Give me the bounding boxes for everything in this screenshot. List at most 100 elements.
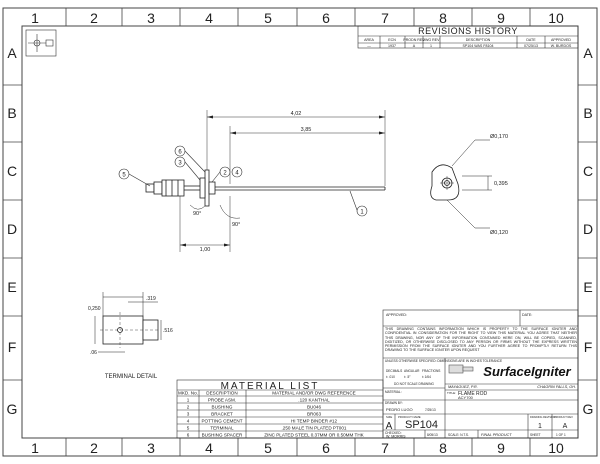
col-label-bottom: 9	[497, 440, 505, 456]
row-label-right: B	[583, 105, 592, 121]
tb-part-number: SP104	[405, 419, 438, 431]
ml-ref: BR063	[307, 412, 321, 417]
row-label-right: C	[583, 163, 593, 179]
tb-tol-col: DECIMALS	[386, 369, 402, 373]
tb-approved-label: APPROVED:	[386, 313, 407, 317]
tb-do-not-scale: DO NOT SCALE DRAWING	[394, 382, 434, 386]
tb-location-left: MAYAGUEZ, P.R.	[448, 385, 478, 389]
rev-cell: 1937	[388, 44, 396, 48]
main-dimension-lines	[179, 110, 386, 252]
ml-desc: BUSHING SPACER	[202, 432, 243, 437]
rev-header: DWG REV	[422, 38, 440, 42]
ml-ref: .120 KANTHAL	[298, 398, 330, 403]
tb-drawn-date: 7/25/13	[425, 408, 436, 412]
col-label-bottom: 1	[31, 440, 39, 456]
tb-scale: SCALE: N.T.S.	[448, 433, 469, 437]
tb-date-label: DATE:	[522, 313, 532, 317]
tb-location-right: CHAGRIN FALLS, OH.	[537, 385, 576, 389]
row-label-right: A	[583, 45, 593, 61]
ml-mkd: 1	[187, 398, 190, 403]
callout-6: 6	[178, 150, 182, 156]
callout-2: 2	[223, 171, 227, 177]
tb-product-rev-label: PRODUCT REV	[554, 415, 573, 419]
col-label-top: 4	[205, 10, 213, 26]
col-label-bottom: 7	[381, 440, 389, 456]
rev-header: AREA	[364, 38, 374, 42]
zone-ticks	[3, 8, 597, 456]
revisions-title: REVISIONS HISTORY	[418, 26, 518, 36]
row-label-right: D	[583, 221, 593, 237]
tb-product-rev: A	[563, 423, 568, 430]
row-label-left: E	[7, 279, 16, 295]
tb-notice: THIS DRAWING CONTAINS INFORMATION WHICH …	[385, 327, 577, 353]
tb-title-line2: ACY700	[458, 395, 474, 400]
col-label-bottom: 3	[147, 440, 155, 456]
projection-symbol	[25, 29, 57, 57]
dim-bracket-width: 0,395	[494, 181, 508, 187]
col-label-top: 3	[147, 10, 155, 26]
col-label-bottom: 8	[439, 440, 447, 456]
ml-header: MKD. No.	[178, 391, 198, 396]
tb-status: FINAL PRODUCT	[481, 433, 512, 437]
tb-drawn-label: DRAWN BY:	[385, 401, 403, 405]
dim-angle-b: 90°	[232, 222, 240, 228]
col-label-bottom: 4	[205, 440, 213, 456]
flame-rod-side-view	[145, 169, 386, 207]
tb-tol-col: FRACTIONS	[422, 369, 440, 373]
dim-overall-length: 4,02	[291, 111, 302, 117]
rev-header: DESCRIPTION	[466, 38, 491, 42]
row-label-left: F	[8, 339, 17, 355]
rev-cell: SP104 WAS F8104	[462, 44, 493, 48]
row-label-left: C	[7, 163, 17, 179]
callout-3: 3	[178, 161, 182, 167]
revisions-table	[357, 25, 579, 49]
tb-material-label: MATERIAL:	[385, 390, 402, 394]
col-label-top: 2	[90, 10, 98, 26]
td-dim-height: 0,250	[88, 306, 101, 312]
ml-ref: HI TEMP BINDER #12	[291, 419, 337, 424]
outer-frame	[2, 7, 598, 457]
ml-header: DESCRIPTION	[206, 391, 237, 396]
ml-ref: BU046	[307, 405, 321, 410]
col-label-bottom: 6	[322, 440, 330, 456]
tb-checked-date: 8/05/13	[427, 433, 438, 437]
igniter-icon	[448, 364, 474, 374]
tb-tol-col: ANGULAR	[404, 369, 420, 373]
ml-ref: .250 MALE TIN PLATED PT001	[282, 426, 347, 431]
dim-lower-dia: Ø0,120	[490, 230, 508, 236]
tb-notice-wrap: THIS DRAWING CONTAINS INFORMATION WHICH …	[385, 327, 577, 353]
terminal-detail-view	[94, 292, 162, 353]
rev-header: PRODN REV	[403, 38, 425, 42]
ml-desc: PROBE ASM.	[208, 398, 236, 403]
tb-title-label: TITLE:	[447, 391, 456, 395]
tb-part-label: PRODUCT NAME	[398, 415, 421, 419]
row-label-right: G	[583, 401, 594, 417]
ml-mkd: 5	[187, 426, 190, 431]
material-list-title: MATERIAL LIST	[221, 381, 320, 392]
tb-checked-by: W. MORRIS	[386, 435, 406, 439]
rev-cell: —	[367, 44, 371, 48]
dim-hole-dia: Ø0,170	[490, 134, 508, 140]
col-label-bottom: 5	[264, 440, 272, 456]
col-label-top: 9	[497, 10, 505, 26]
callout-1: 1	[360, 210, 364, 216]
col-label-top: 1	[31, 10, 39, 26]
company-logo: SurfaceIgniter	[448, 364, 572, 379]
tb-drawing-rev-label: DRAWING REVISION	[530, 415, 556, 419]
callout-5: 5	[122, 173, 126, 179]
row-label-right: E	[583, 279, 592, 295]
tb-size: A	[386, 421, 393, 432]
ml-mkd: 6	[187, 432, 190, 437]
tb-checked-label: CHECKED:	[385, 431, 402, 435]
tb-tol-val: ± 1/64	[422, 375, 431, 379]
row-label-right: F	[584, 339, 593, 355]
row-label-left: D	[7, 221, 17, 237]
ml-desc: TERMINAL	[210, 426, 234, 431]
tb-sheet-label: SHEET	[530, 433, 541, 437]
tb-title-line1: FLAME ROD	[458, 391, 488, 397]
rev-cell: 1	[430, 44, 432, 48]
terminal-detail-label: TERMINAL DETAIL	[105, 374, 158, 380]
td-dim-bottom: .06	[90, 350, 97, 356]
dim-stub-length: 1,00	[200, 247, 211, 253]
rev-cell: A	[413, 44, 416, 48]
